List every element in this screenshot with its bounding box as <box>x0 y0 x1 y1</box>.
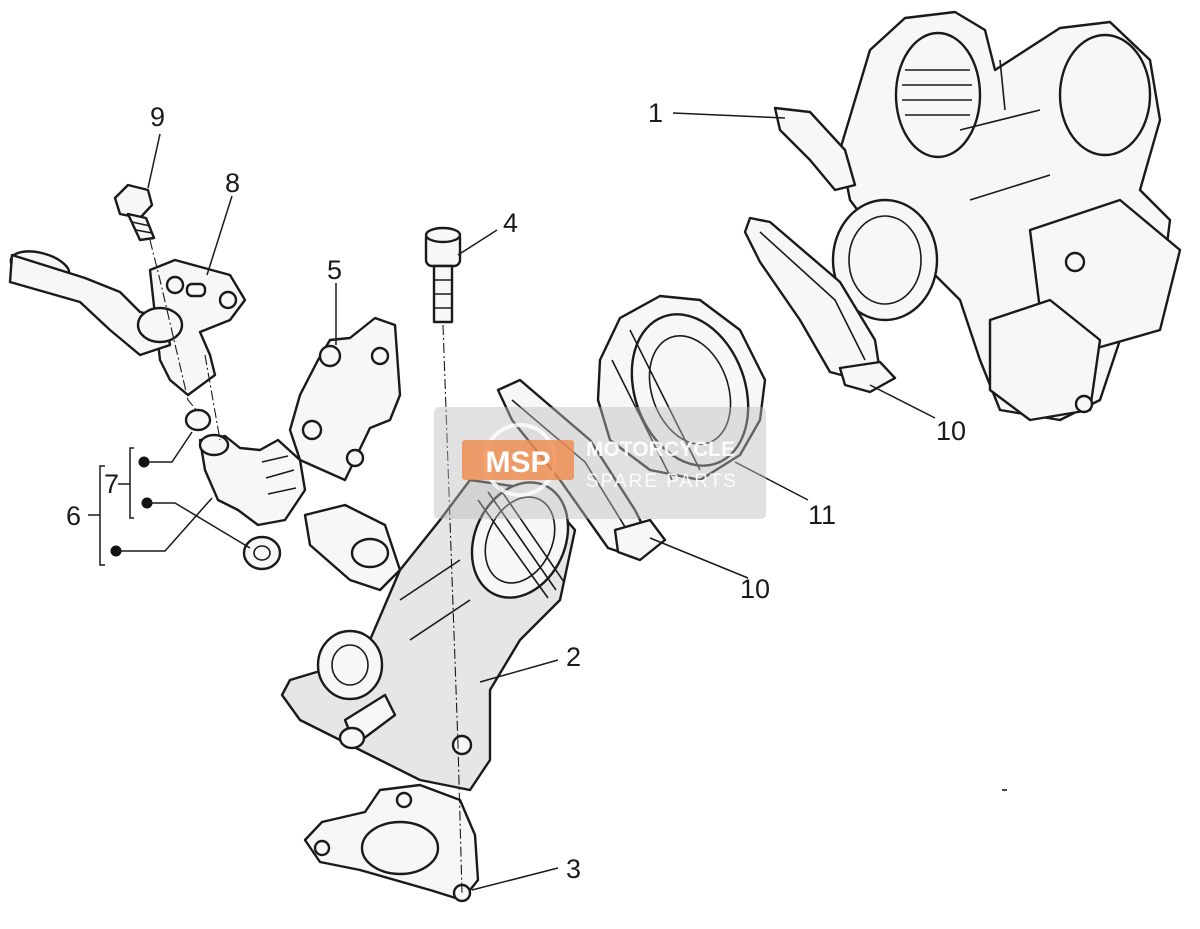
callout-9: 9 <box>150 102 165 132</box>
watermark-logo: MSP <box>485 446 550 479</box>
callout-1: 1 <box>648 98 663 128</box>
part-11-coupling <box>596 294 767 482</box>
callout-7: 7 <box>104 469 119 499</box>
callout-10-lower: 10 <box>740 574 770 604</box>
callout-10-upper: 10 <box>936 416 966 446</box>
part-9-bolt <box>113 183 156 242</box>
part-6-sensor-assembly <box>184 408 307 571</box>
callout-8: 8 <box>225 168 240 198</box>
watermark-line2: SPARE PARTS <box>586 471 738 492</box>
part-10-clamp-upper <box>743 216 897 394</box>
assembly-axis-lines <box>149 239 463 894</box>
callout-5: 5 <box>327 255 342 285</box>
callout-brackets <box>88 431 251 566</box>
part-8-sensor-bracket <box>8 250 247 397</box>
part-3-gasket <box>303 783 480 903</box>
part-5-bracket-plate <box>288 316 402 482</box>
leader-lines <box>147 112 936 891</box>
callout-6: 6 <box>66 501 81 531</box>
callout-2: 2 <box>566 642 581 672</box>
part-1-throttle-body <box>773 10 1182 422</box>
watermark: MSP MOTORCYCLE SPARE PARTS <box>434 407 766 519</box>
callout-4: 4 <box>503 208 518 238</box>
watermark-line1: MOTORCYCLE <box>586 438 735 461</box>
callout-numbers: 1 2 3 4 5 6 7 8 9 10 10 11 <box>66 98 966 884</box>
part-4-screw <box>424 226 462 324</box>
callout-3: 3 <box>566 854 581 884</box>
part-2-intake-manifold <box>280 478 577 792</box>
callout-11: 11 <box>808 500 836 530</box>
